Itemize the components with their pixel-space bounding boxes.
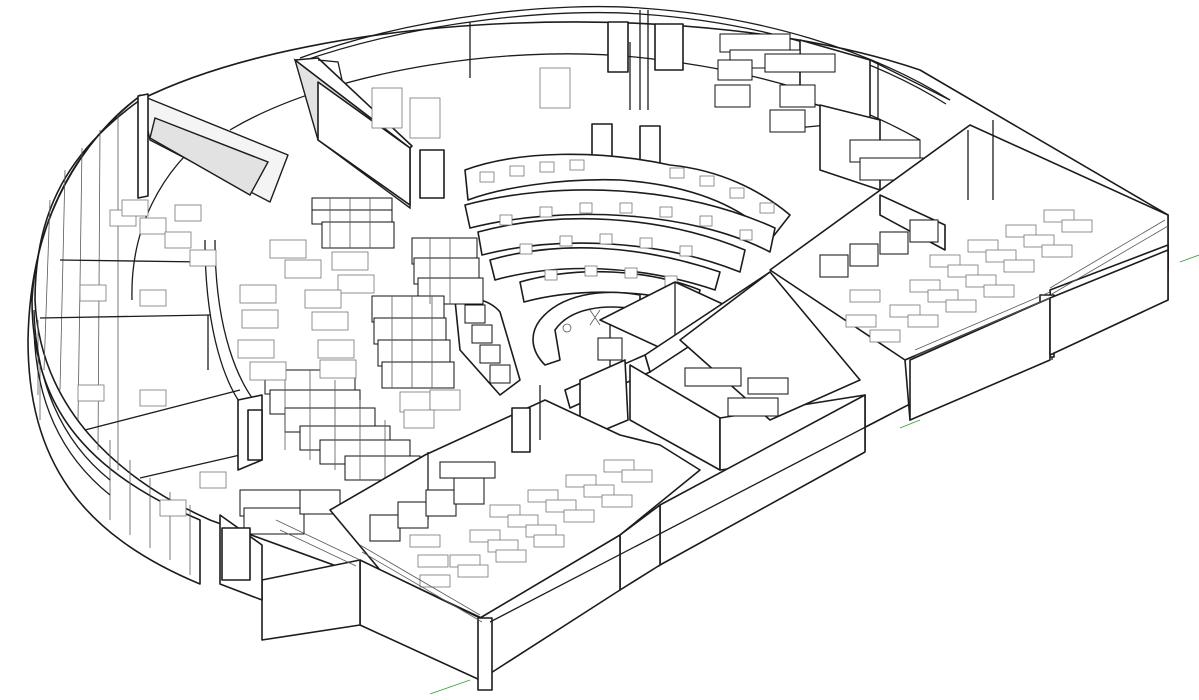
rear-archive [714,33,951,191]
classroom-south [329,385,701,623]
central-rooms [564,271,866,471]
north-rooms [371,10,684,173]
perimeter-offices [39,93,289,517]
library-stacks [239,197,484,535]
reading-area [237,239,461,429]
front-walls [219,249,1169,691]
wall-hatching [275,219,1169,623]
